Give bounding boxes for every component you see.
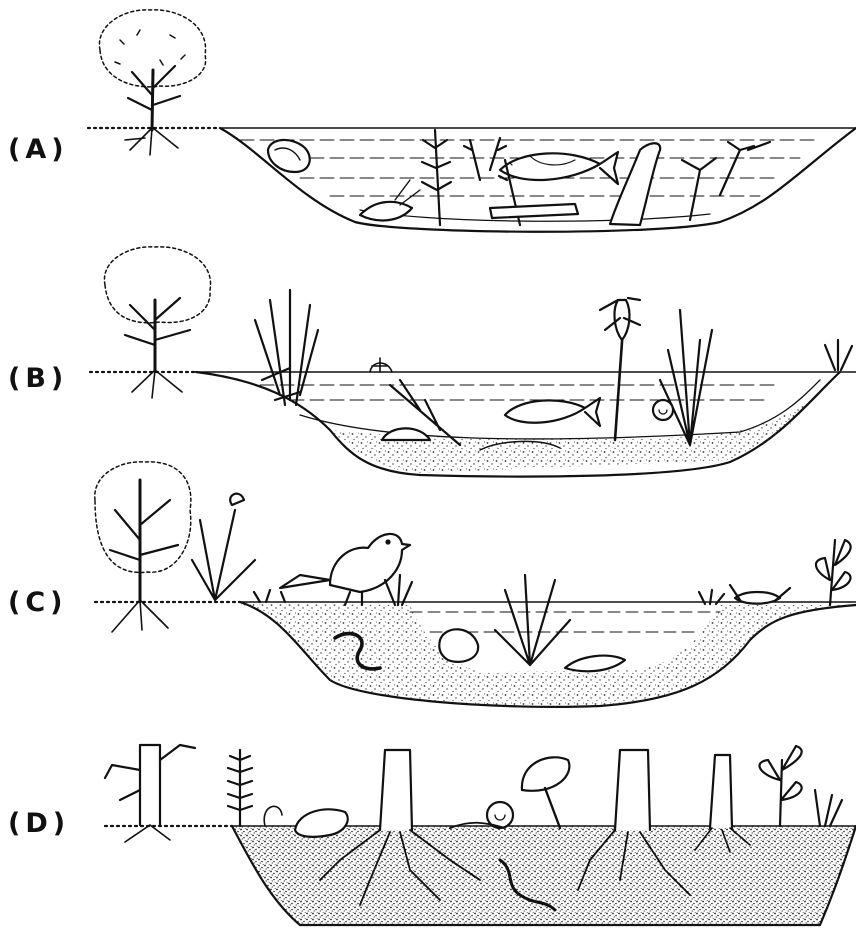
frog-icon xyxy=(268,140,310,172)
stage-c xyxy=(95,462,856,707)
tree-icon xyxy=(95,462,191,632)
frog-icon xyxy=(439,629,478,662)
shrub-icon xyxy=(759,746,842,826)
turtle-icon xyxy=(382,428,430,440)
snail-icon xyxy=(450,802,513,828)
crayfish-icon xyxy=(360,180,420,220)
stage-d xyxy=(105,745,856,925)
fern-icon xyxy=(228,750,282,826)
insect-icon xyxy=(730,585,790,604)
emergent-plant-icon xyxy=(660,310,712,445)
cattail-icon xyxy=(600,298,640,440)
shrub-icon xyxy=(816,540,851,605)
fish-icon xyxy=(500,152,618,184)
submerged-plant-icon xyxy=(682,142,770,220)
larva-icon xyxy=(565,656,625,672)
stage-b xyxy=(90,247,856,477)
dead-tree-icon xyxy=(105,745,195,842)
grass-icon xyxy=(825,340,852,370)
fish-icon xyxy=(505,398,600,426)
tree-icon xyxy=(104,247,210,398)
submerged-plant-icon xyxy=(422,130,451,225)
emergent-plant-icon xyxy=(192,494,255,600)
mushroom-icon xyxy=(522,757,569,828)
emergent-plant-icon xyxy=(495,575,570,665)
tree-icon xyxy=(99,10,205,155)
stage-a xyxy=(88,10,856,232)
snail-icon xyxy=(653,400,673,420)
log-icon xyxy=(490,204,578,218)
